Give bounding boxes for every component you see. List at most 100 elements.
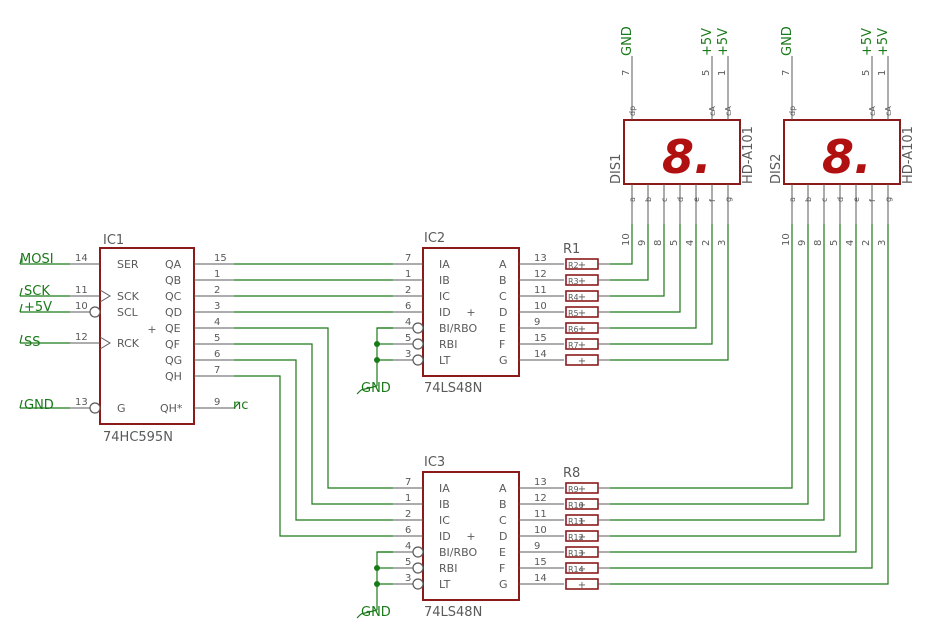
display-pin-name: c [660, 198, 669, 202]
decoder-pin-name: D [499, 530, 507, 543]
resistor-pin-mark: + [578, 340, 586, 351]
decoder-pin-name: BI/RBO [439, 322, 477, 335]
decoder-pin-bubble [412, 578, 424, 590]
net-label-sck: SCK [24, 284, 50, 299]
decoder-pin-bubble [412, 322, 424, 334]
ic1-pin-name: QC [165, 290, 182, 303]
display-pin-name: cA [868, 106, 877, 116]
wire-seg-dis2 [610, 224, 873, 569]
decoder-pin-name: BI/RBO [439, 546, 477, 559]
decoder-pin-num: 10 [534, 301, 547, 312]
display-body [783, 119, 901, 185]
clock-marker [99, 336, 111, 350]
ic1-pin-name: QG [165, 354, 182, 367]
decoder-pin-bubble [412, 354, 424, 366]
net-label-vcc: +5V [24, 300, 52, 315]
decoder-pin-name: LT [439, 578, 451, 591]
ic1-pin-num: 15 [214, 253, 227, 264]
display-digit: 8. [822, 130, 871, 184]
net-label-mosi: MOSI [20, 252, 54, 267]
gnd-symbol [356, 613, 362, 619]
decoder-pin-name: C [499, 514, 507, 527]
resistor-pin-mark: + [578, 548, 586, 559]
net-tick [19, 303, 23, 313]
resistor-label: R13 [568, 549, 584, 558]
decoder-pin-num: 7 [405, 477, 411, 488]
resistor-pin-mark: + [578, 516, 586, 527]
decoder-pin-num: 5 [405, 333, 411, 344]
display-pin-num: 10 [781, 233, 792, 246]
wire-seg-dis1 [610, 224, 713, 345]
wire-qe-qh [234, 359, 393, 521]
decoder-pin-name: E [499, 322, 506, 335]
decoder-pin-num: 9 [534, 541, 540, 552]
ic1-name: IC1 [103, 233, 124, 248]
ic1-pin-num: 6 [214, 349, 220, 360]
net-label-vcc: +5V [876, 28, 891, 56]
net-label-ss: SS [24, 335, 41, 350]
display-pin-num: 5 [861, 70, 872, 76]
gnd-symbol [356, 389, 362, 395]
decoder-pin-name: RBI [439, 338, 457, 351]
ic1-pin-num: 4 [214, 317, 220, 328]
decoder-pin-name: G [499, 578, 508, 591]
resistor-label: R4 [568, 293, 579, 302]
decoder-pin-num: 2 [405, 285, 411, 296]
display-pin-num: 1 [877, 70, 888, 76]
ic1-pin-num: 1 [214, 269, 220, 280]
decoder-pin-name: IA [439, 258, 450, 271]
decoder-pin-name: G [499, 354, 508, 367]
resistor-pin-mark: + [578, 324, 586, 335]
decoder-pin-num: 13 [534, 477, 547, 488]
ic1-pin-num: 14 [75, 253, 88, 264]
resistor-label: R11 [568, 517, 584, 526]
display-pin-name: c [820, 198, 829, 202]
ic1-pin-num: 7 [214, 365, 220, 376]
decoder-pin-num: 15 [534, 333, 547, 344]
decoder-pin-num: 9 [534, 317, 540, 328]
net-tick [19, 255, 23, 265]
wire-seg-dis1 [610, 224, 697, 329]
ic1-pin-num: 5 [214, 333, 220, 344]
origin-cross: + [466, 306, 475, 319]
display-pin-num: 5 [669, 240, 680, 246]
resistor-label: R10 [568, 501, 584, 510]
net-tick [19, 287, 23, 297]
decoder-value: 74LS48N [424, 381, 482, 396]
decoder-pin-name: A [499, 482, 507, 495]
decoder-pin-num: 1 [405, 269, 411, 280]
display-pin-num: 7 [621, 70, 632, 76]
wire-seg-dis2 [610, 224, 809, 505]
decoder-pin-name: RBI [439, 562, 457, 575]
wire-seg-dis2 [610, 224, 857, 553]
wire-qe-qh [234, 327, 393, 489]
net-label-gnd: GND [361, 605, 391, 620]
display-pin-num: 7 [781, 70, 792, 76]
net-tick [19, 334, 23, 344]
display-pin-name: b [804, 197, 813, 202]
net-label-gnd: GND [24, 398, 54, 413]
wire-seg-dis1 [610, 224, 649, 281]
decoder-pin-name: A [499, 258, 507, 271]
decoder-pin-name: IB [439, 498, 450, 511]
decoder-pin-num: 3 [405, 349, 411, 360]
display-pin-num: 3 [717, 240, 728, 246]
ic1-pin-name: QD [165, 306, 182, 319]
display-pin-name: e [852, 197, 861, 202]
display-pin-num: 8 [653, 240, 664, 246]
decoder-pin-name: ID [439, 306, 451, 319]
resistor-pin-mark: + [578, 308, 586, 319]
ic1-pin-name: RCK [117, 337, 140, 350]
wire-gnd [360, 385, 378, 391]
resistor-label: R3 [568, 277, 579, 286]
decoder-pin-name: IA [439, 482, 450, 495]
wire-seg-dis2 [610, 224, 841, 537]
ic1-pin-bubble [89, 402, 101, 414]
net-tick [233, 401, 241, 409]
display-pin-name: f [868, 199, 877, 202]
ic1-pin-num: 9 [214, 397, 220, 408]
decoder-pin-num: 1 [405, 493, 411, 504]
net-label-gnd: GND [620, 26, 635, 56]
junction-dot [374, 357, 380, 363]
